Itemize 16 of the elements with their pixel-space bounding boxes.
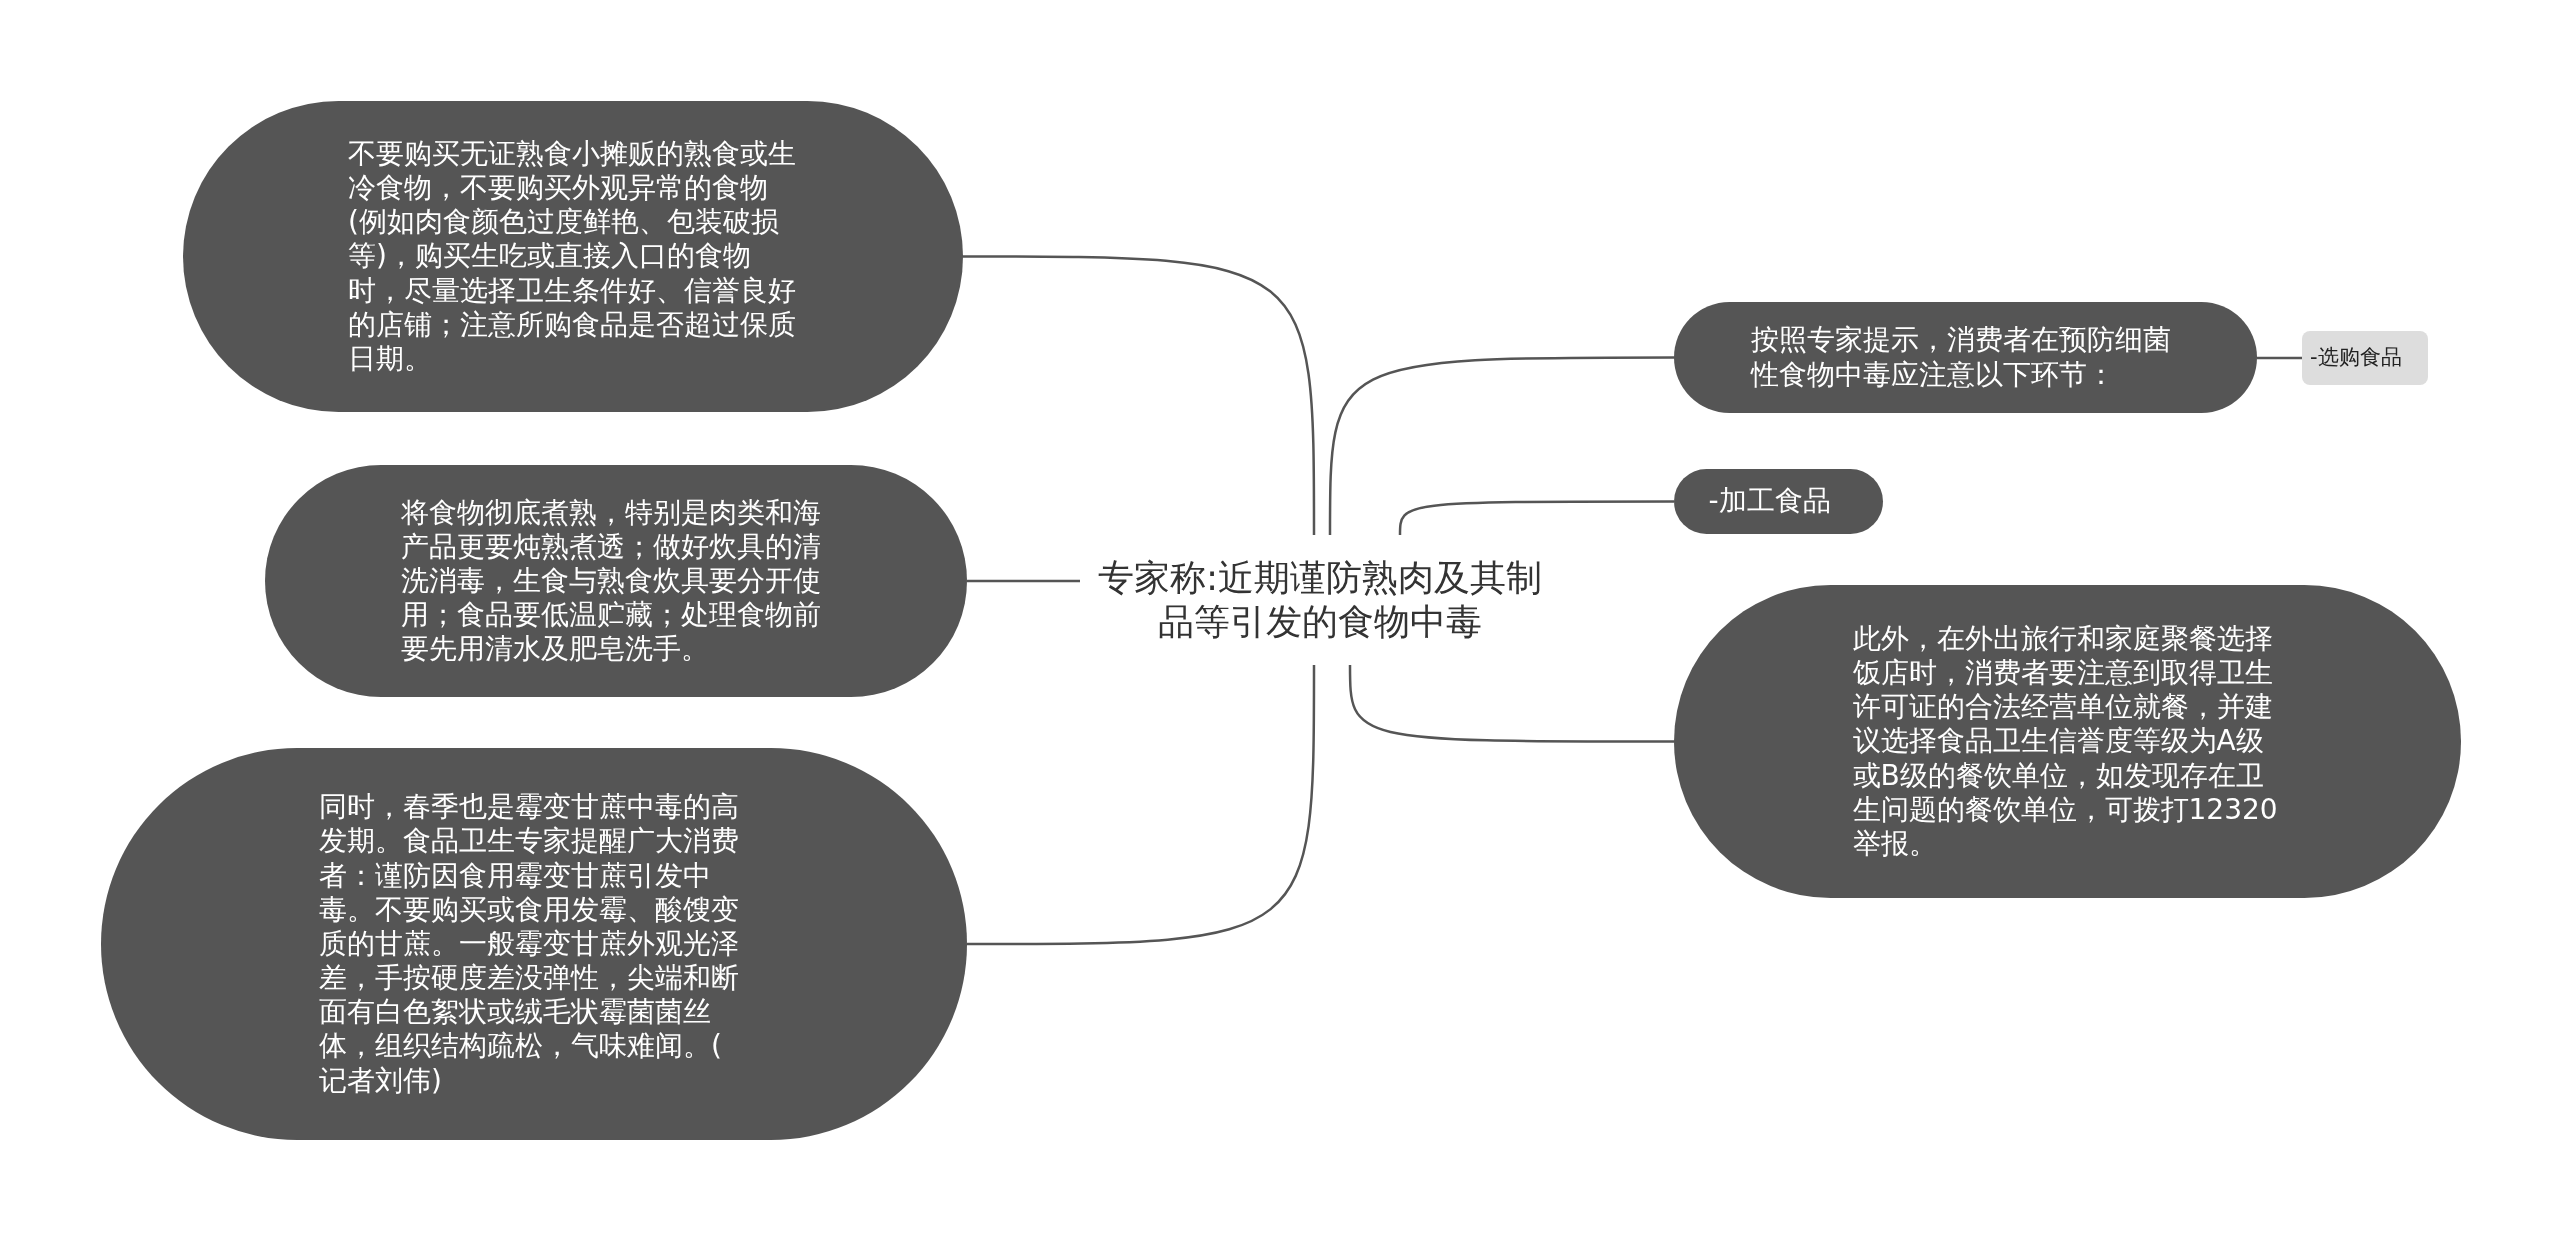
- topic-text: 按照专家提示，消费者在预防细菌性食物中毒应注意以下环节：: [1750, 323, 2172, 392]
- connector-line: [963, 255, 1316, 535]
- topic-text: -选购食品: [2310, 345, 2403, 371]
- connector-line: [967, 579, 1080, 583]
- topic-text: -加工食品: [1708, 484, 1832, 519]
- connector-line: [1348, 665, 1674, 743]
- subtopic-tag: [2302, 331, 2428, 385]
- connector-line: [1328, 356, 1674, 535]
- central-topic-text: 专家称:近期谨防熟肉及其制品等引发的食物中毒: [1096, 556, 1544, 644]
- connector-line: [2257, 356, 2302, 360]
- topic-text: 同时，春季也是霉变甘蔗中毒的高发期。食品卫生专家提醒广大消费者：谨防因食用霉变甘蔗引发中毒。不要购买或食用发霉、酸馊变质的甘蔗。一般霉变甘蔗外观光泽差，手按硬度差没弹性，尖端和断面有白色絮状或绒毛状霉菌菌丝体，组织结构疏松，气味难闻。( 记者刘伟): [319, 790, 740, 1098]
- connector-line: [967, 665, 1316, 946]
- topic-text: 此外，在外出旅行和家庭聚餐选择饭店时，消费者要注意到取得卫生许可证的合法经营单位就餐，并建议选择食品卫生信誉度等级为A级或B级的餐饮单位，如发现存在卫生问题的餐饮单位，可拨打12320举报。: [1852, 621, 2279, 862]
- topic-text: 不要购买无证熟食小摊贩的熟食或生冷食物，不要购买外观异常的食物(例如肉食颜色过度鲜艳、包装破损等)，购买生吃或直接入口的食物时，尽量选择卫生条件好、信誉良好的店铺；注意所购食品是否超过保质日期。: [348, 136, 797, 377]
- topic-text: 将食物彻底煮熟，特别是肉类和海产品更要炖熟煮透；做好炊具的清洗消毒，生食与熟食炊具要分开使用；食品要低温贮藏；处理食物前要先用清水及肥皂洗手。: [401, 495, 822, 667]
- connector-line: [1398, 500, 1674, 536]
